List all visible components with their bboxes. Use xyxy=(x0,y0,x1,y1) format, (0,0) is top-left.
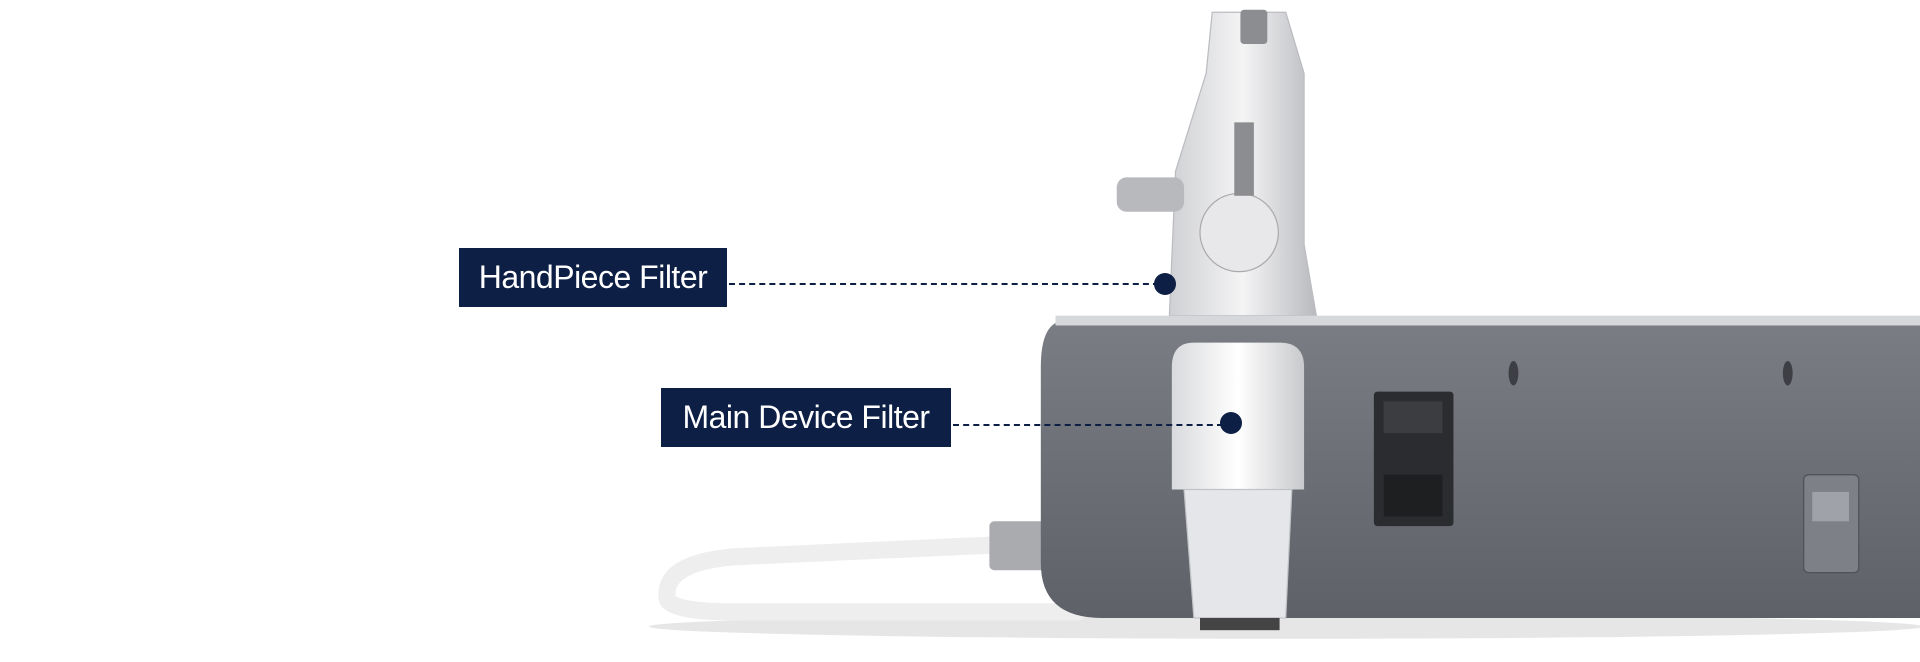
floor-shadow xyxy=(649,614,1920,639)
main-device-filter-marker[interactable] xyxy=(1220,412,1242,434)
main-filter-bowl xyxy=(1183,488,1293,619)
side-latch xyxy=(1803,474,1860,574)
hose xyxy=(658,535,1087,621)
handpiece-filter-marker[interactable] xyxy=(1154,273,1176,295)
main-device-filter-label: Main Device Filter xyxy=(661,388,951,447)
main-device-filter-leader-line xyxy=(953,424,1223,426)
handpiece-filter-label: HandPiece Filter xyxy=(459,248,727,307)
handpiece-knob xyxy=(1116,177,1185,212)
handpiece-head xyxy=(1199,192,1279,273)
handpiece-filter-leader-line xyxy=(729,283,1159,285)
